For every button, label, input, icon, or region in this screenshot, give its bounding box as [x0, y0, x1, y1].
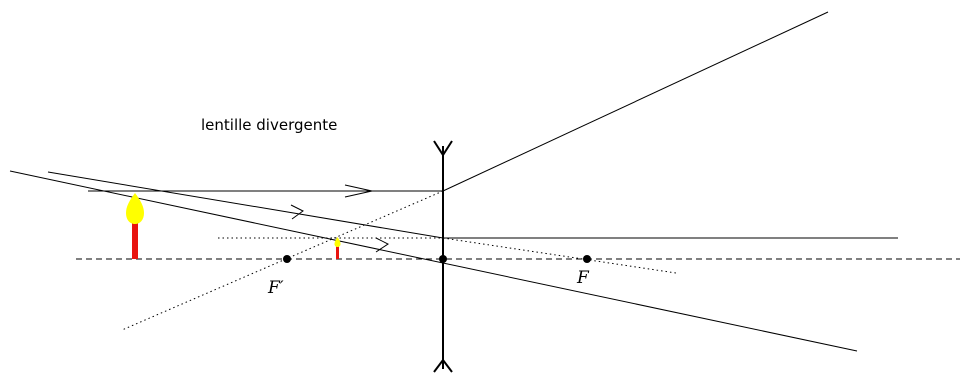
ray-center [9, 170, 858, 352]
image-candle [334, 237, 341, 259]
arrowheads [290, 184, 389, 253]
arrowhead-focus-ray [290, 204, 304, 220]
ray-toward-focus-incident [47, 171, 444, 239]
ray-parallel-refracted [442, 11, 829, 192]
object-candle [126, 193, 144, 259]
focal-point-f [583, 255, 591, 263]
extension-from-f-prime [121, 190, 444, 331]
extension-toward-f [442, 237, 677, 274]
label-f-prime: F′ [267, 278, 284, 298]
arrowhead-parallel [344, 184, 373, 198]
image-candle-body [336, 245, 339, 259]
lens-bottom-tip [433, 358, 453, 373]
arrowhead-center-ray [375, 237, 389, 253]
focal-point-f-prime [283, 255, 291, 263]
lens-top-tip [433, 140, 453, 157]
diagram-title: lentille divergente [201, 116, 337, 134]
optical-center [439, 255, 447, 263]
label-f: F [576, 268, 590, 288]
object-candle-flame [126, 193, 144, 224]
image-candle-flame [334, 237, 341, 247]
rays [9, 11, 898, 352]
object-candle-body [132, 223, 138, 259]
virtual-extensions [121, 190, 677, 331]
